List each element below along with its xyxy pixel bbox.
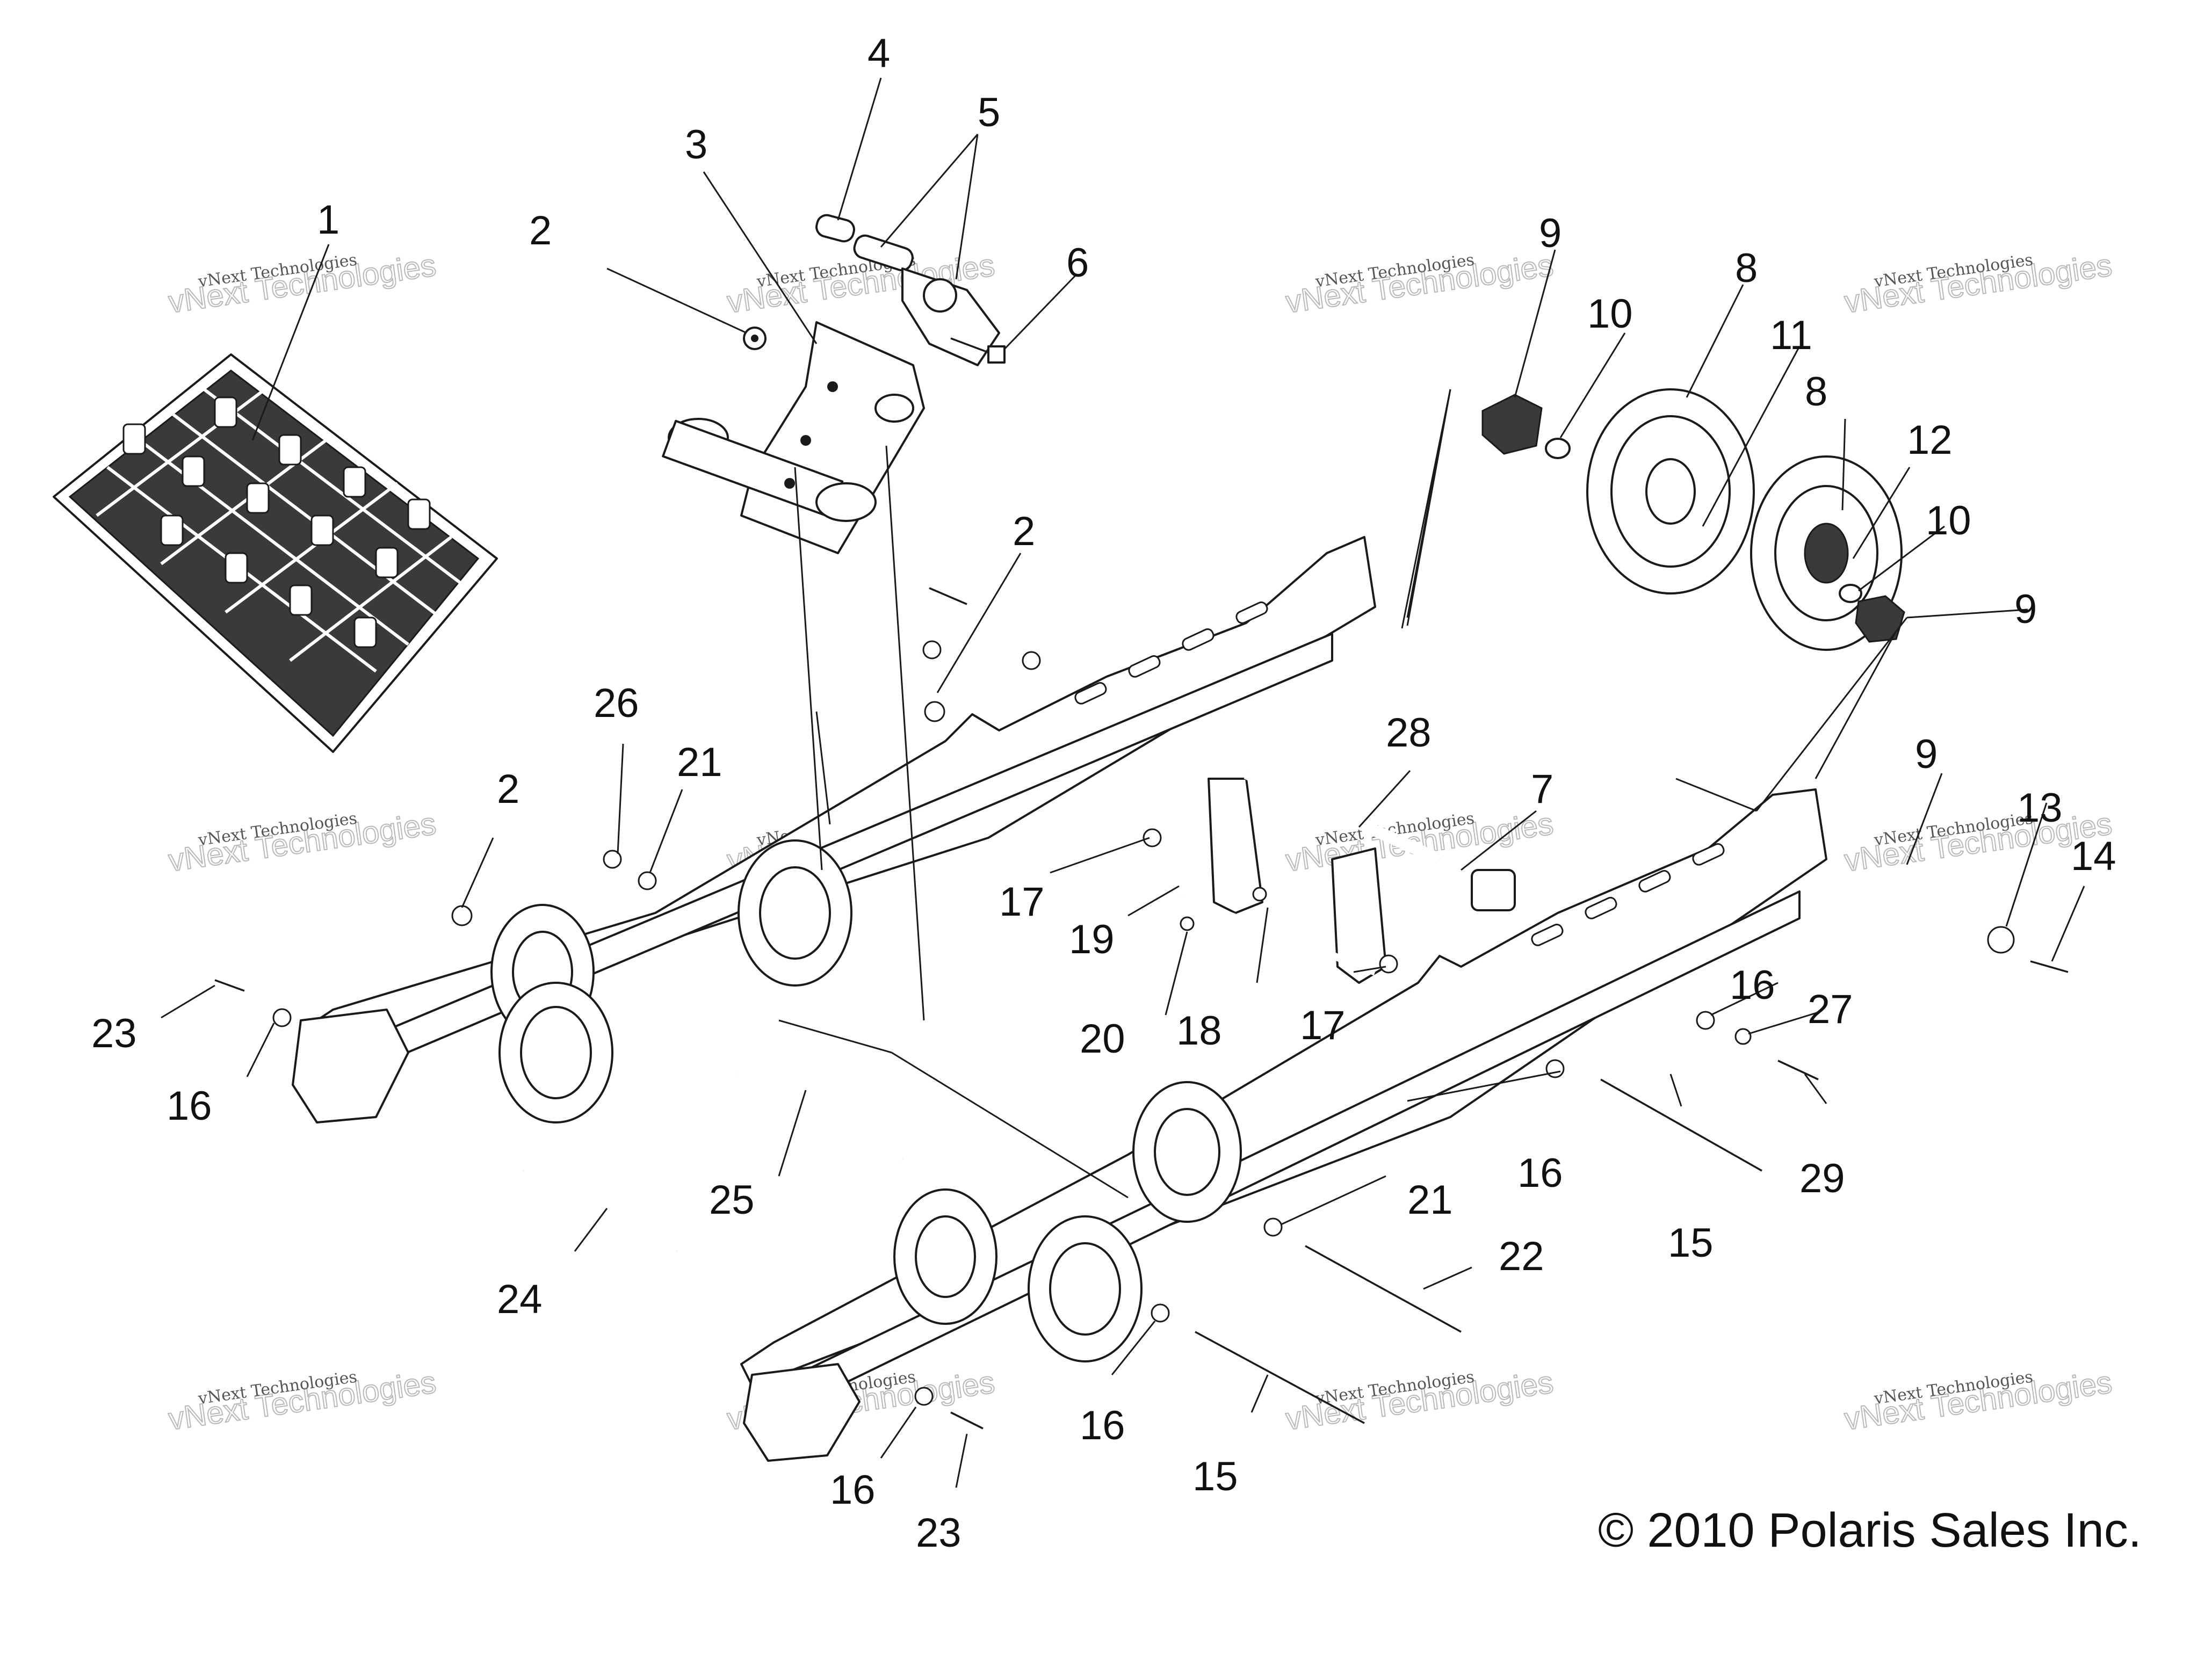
callout-10a: 10: [1587, 291, 1633, 337]
callout-10b: 10: [1926, 498, 1971, 543]
part-pin-4: [815, 214, 855, 243]
callout-16d: 16: [1080, 1403, 1125, 1448]
callout-17b: 17: [1300, 1003, 1346, 1048]
part-track-pad: [53, 353, 498, 753]
callout-16a: 16: [167, 1083, 212, 1129]
part-shaft-15a: [1600, 1078, 1762, 1172]
callout-16c: 16: [1517, 1150, 1563, 1196]
callout-9a: 9: [1539, 211, 1562, 256]
callout-4: 4: [868, 31, 890, 76]
part-rear-idler-wheel-8a: [1586, 388, 1755, 595]
callout-23b: 23: [916, 1510, 962, 1556]
part-washer-10b: [1839, 584, 1862, 603]
callout-17a: 17: [999, 879, 1045, 925]
part-idler-wheel-near-1: [893, 1188, 997, 1325]
part-rail-tip-near: [743, 1363, 861, 1462]
callout-6: 6: [1066, 240, 1089, 286]
callout-15b: 15: [1192, 1454, 1238, 1499]
callout-29: 29: [1799, 1156, 1845, 1201]
callout-14: 14: [2071, 833, 2116, 879]
callout-3: 3: [685, 122, 707, 168]
part-bearing-cap-9b: [1855, 595, 1905, 643]
callout-9c: 9: [1915, 731, 1938, 777]
callout-25: 25: [709, 1177, 755, 1223]
callout-7: 7: [1531, 766, 1553, 812]
part-idler-wheel-far-3: [738, 839, 852, 987]
callout-20: 20: [1080, 1016, 1125, 1062]
callout-21a: 21: [677, 740, 722, 785]
callout-16e: 16: [830, 1467, 876, 1513]
part-shaft-25: [735, 1069, 906, 1165]
callout-8a: 8: [1735, 245, 1758, 291]
callout-27: 27: [1808, 987, 1853, 1032]
part-front-torque-arm: [662, 321, 925, 554]
part-idler-wheel-far-2: [498, 982, 613, 1123]
callout-1: 1: [317, 197, 339, 243]
callout-26: 26: [594, 680, 639, 726]
callout-15a: 15: [1668, 1220, 1714, 1266]
callout-18: 18: [1176, 1008, 1222, 1054]
callout-12: 12: [1907, 417, 1953, 463]
callout-layer: 1 2 2 2 3 4 5 6 7 8 8 9 9 9 10 10 11 12 …: [91, 31, 2116, 1556]
callout-16b: 16: [1730, 962, 1775, 1008]
callout-2c: 2: [497, 766, 519, 812]
part-bearing-cap-9a: [1481, 394, 1543, 455]
part-shaft-22: [1305, 1245, 1462, 1333]
callout-19: 19: [1069, 917, 1115, 962]
callout-22: 22: [1499, 1234, 1544, 1279]
callout-2a: 2: [529, 208, 552, 253]
part-rail-near: [740, 788, 1827, 1419]
leader-lines: [161, 77, 2085, 1488]
part-shaft-24: [521, 1165, 680, 1257]
callout-5: 5: [978, 90, 1000, 135]
part-nut-2-top: [743, 327, 767, 350]
callout-21b: 21: [1407, 1177, 1453, 1223]
callout-28: 28: [1386, 710, 1432, 756]
part-shaft-28: [1244, 767, 1442, 865]
part-block-7: [1471, 869, 1516, 911]
callout-13: 13: [2017, 785, 2063, 831]
hardware-bolts: [214, 587, 2069, 1430]
part-idler-wheel-near-3: [1132, 1081, 1242, 1223]
part-idler-wheel-near-2: [1028, 1215, 1143, 1362]
callout-23a: 23: [91, 1011, 137, 1056]
copyright-notice: © 2010 Polaris Sales Inc.: [1598, 1504, 2142, 1557]
assembly-guide-lines: [778, 389, 1908, 1199]
part-rear-arm-18: [1180, 778, 1387, 984]
callout-8b: 8: [1805, 369, 1827, 415]
callout-9b: 9: [2014, 586, 2037, 632]
callout-24: 24: [497, 1277, 543, 1322]
part-washer-10a: [1545, 438, 1571, 459]
part-rail-tip-far: [292, 1009, 409, 1123]
part-bolt-6: [950, 337, 1006, 364]
hardware-nuts-and-washers: [272, 640, 2015, 1406]
callout-11: 11: [1770, 313, 1812, 358]
part-bushing-5: [853, 234, 1000, 366]
part-shaft-15b: [1195, 1331, 1365, 1424]
callout-2b: 2: [1013, 509, 1035, 554]
